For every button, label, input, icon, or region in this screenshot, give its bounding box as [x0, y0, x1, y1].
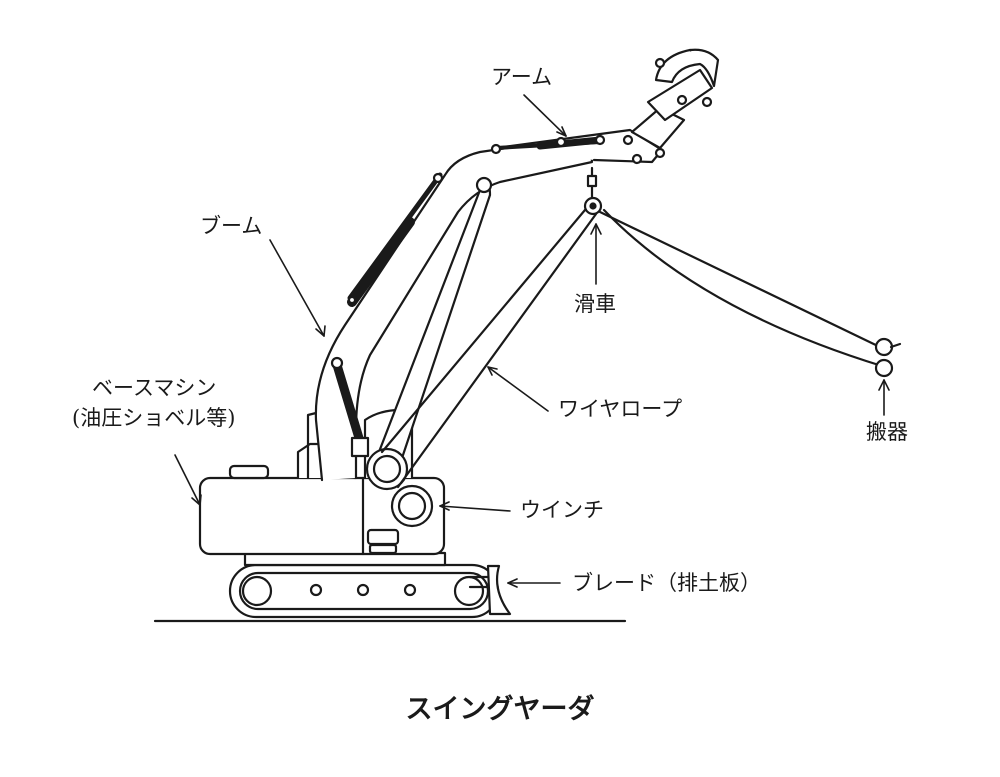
- label-base-machine: ベースマシン: [92, 376, 216, 400]
- label-wire-rope: ワイヤロープ: [558, 397, 682, 421]
- label-pulley: 滑車: [574, 292, 616, 316]
- leader-arrows: [174, 94, 890, 588]
- blade: [468, 564, 512, 616]
- grapple-attachment: [630, 48, 720, 150]
- label-arm: アーム: [491, 65, 552, 89]
- boom: [314, 134, 594, 482]
- pulley: [583, 166, 603, 216]
- crawler-track: [228, 563, 500, 619]
- label-carriage: 搬器: [866, 420, 908, 444]
- label-boom: ブーム: [200, 214, 262, 238]
- diagram-title: スイングヤーダ: [406, 693, 595, 725]
- lift-cylinder: [330, 356, 370, 458]
- winch-drums: [365, 447, 434, 528]
- label-blade: ブレード（排土板）: [572, 571, 761, 595]
- arm: [490, 128, 666, 165]
- wire-rope: [380, 202, 884, 489]
- carriage: [874, 337, 902, 378]
- label-base-machine-note: (油圧ショベル等): [72, 406, 235, 430]
- label-winch: ウインチ: [520, 498, 604, 522]
